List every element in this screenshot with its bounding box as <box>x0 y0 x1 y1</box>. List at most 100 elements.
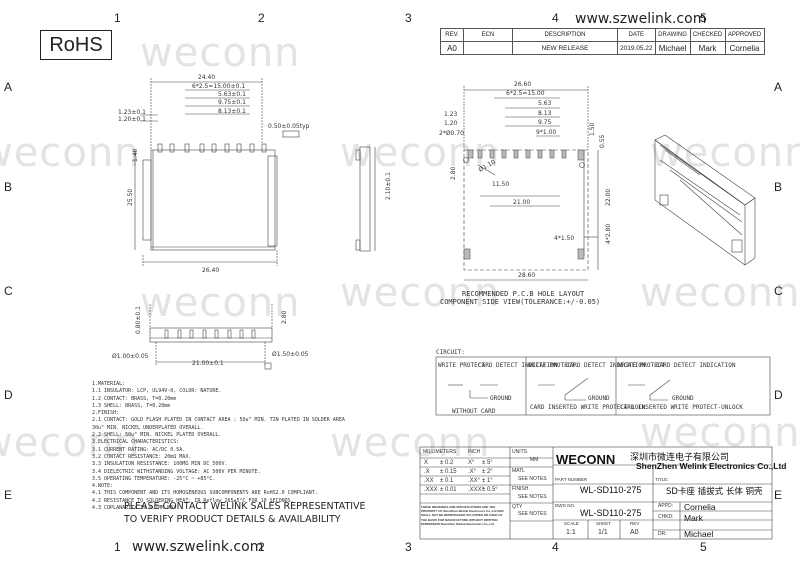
tb-tol: .X° <box>468 469 477 475</box>
tb-tol: X° <box>468 460 475 466</box>
dim-label: 4*2.80 <box>605 224 612 244</box>
zone-column-label: 2 <box>258 11 265 25</box>
zone-row-label: C <box>774 284 783 298</box>
dim-label: 25.50 <box>127 189 134 206</box>
note-line: 3.ELECTRICAL CHARACTERISTICS: <box>92 439 180 446</box>
rev-cell: NEW RELEASE <box>512 41 618 55</box>
circuit-label: WRITE PROTECT <box>438 362 485 369</box>
note-line: 2.FINISH: <box>92 410 120 417</box>
dim-label: Ø1.50±0.05 <box>272 351 309 358</box>
dim-label: 1.20 <box>444 120 458 127</box>
note-line: 4.1 THIS COMPONENT AND ITS HOMOGENEOUS S… <box>92 490 318 497</box>
dim-label: 11.50 <box>492 181 509 188</box>
pcb-caption: COMPONENT SIDE VIEW(TOLERANCE:+/-0.05) <box>440 298 600 306</box>
tb-qty-label: QTY <box>512 504 523 510</box>
dim-label: 21.00±0.1 <box>192 360 224 367</box>
dim-label: 1.23±0.1 <box>118 109 146 116</box>
tb-tol: .XXX <box>424 487 438 493</box>
zone-column-label: 4 <box>552 540 559 554</box>
note-line: 30u" MIN. NICKEL UNDERPLATED OVERALL. <box>92 424 204 431</box>
dim-label: 2*Ø0.70 <box>439 130 464 137</box>
tb-tol: ± 0.15 <box>440 469 457 475</box>
zone-row-label: A <box>774 80 783 94</box>
website-url-bottom: www.szwelink.com <box>132 539 264 555</box>
zone-row-label: C <box>4 284 13 298</box>
watermark: weconn <box>140 30 301 76</box>
tb-chkd-value: Mark <box>684 513 703 523</box>
tb-tol: ± 5° <box>482 460 493 466</box>
tb-scale-value: 1:1 <box>566 529 576 536</box>
tb-tol: .XX° <box>468 478 481 484</box>
tb-company-en: ShenZhen Welink Electronics Co.,Ltd <box>636 461 787 471</box>
tb-tol: .X <box>424 469 430 475</box>
dim-label: 5.63±0.1 <box>218 91 246 98</box>
dim-label: 6*2.5=15.00 <box>506 90 545 97</box>
tb-sheet-value: 1/1 <box>598 529 608 536</box>
tb-rev-label: REV <box>630 521 640 526</box>
tb-dr-label: DR: <box>658 531 667 537</box>
tb-company-cn: 深圳市微连电子有限公司 <box>630 453 730 463</box>
note-line: 3.5 OPERATING TEMPERATURE: -25°C ~ +85°C… <box>92 475 216 482</box>
zone-column-label: 5 <box>700 11 707 25</box>
tb-units-header: UNITS <box>512 449 527 455</box>
tb-sheet-label: SHEET <box>596 521 612 526</box>
dim-label: 1.40 <box>132 148 139 162</box>
dim-label: 28.60 <box>518 272 535 279</box>
tb-tol: ± 2° <box>482 469 493 475</box>
note-line: 4.NOTE: <box>92 483 114 490</box>
material-notes: 1.MATERIAL: 1.1 INSULATOR: LCP, UL94V-0,… <box>92 381 345 512</box>
note-line: 1.1 INSULATOR: LCP, UL94V-0, COLOR: NATU… <box>92 388 222 395</box>
circuit-diagram-1 <box>448 384 498 399</box>
note-line: 3.1 CURRENT RATING: AC/DC 0.5A. <box>92 446 186 453</box>
dim-label: 5.63 <box>538 100 552 107</box>
watermark: weconn <box>140 280 301 326</box>
tb-dwg-label: DWG NO. <box>555 503 576 508</box>
tb-units-header: INCH <box>468 449 481 455</box>
front-pins <box>157 143 267 153</box>
tb-tol: ± 0.1 <box>440 478 454 484</box>
dim-label: 26.60 <box>514 81 531 88</box>
tb-tol: X <box>424 460 429 466</box>
tb-appd-label: APPD: <box>658 503 674 509</box>
circuit-label: WRITE PROTECT <box>528 362 575 369</box>
circuit-caption: CARD INSERTED WRITE PROTECT-UNLOCK <box>620 404 743 411</box>
watermark: weconn <box>640 410 800 456</box>
tb-units-header: MILLIMETERS <box>423 449 457 455</box>
pcb-caption: RECOMMENDED P.C.B HOLE LAYOUT <box>462 290 585 298</box>
circuit-label: GROUND <box>588 395 610 402</box>
rev-cell: Cornelia <box>724 41 765 55</box>
zone-row-label: D <box>4 388 13 402</box>
tb-tol: ± 1° <box>482 478 493 484</box>
connector-bottom-outline <box>149 327 273 343</box>
dim-label: 8.13 <box>538 110 552 117</box>
zone-column-label: 3 <box>405 540 412 554</box>
zone-row-label: D <box>774 388 783 402</box>
zone-column-label: 2 <box>258 540 265 554</box>
zone-column-label: 3 <box>405 11 412 25</box>
tb-tol: ± 0.2 <box>440 460 454 466</box>
tb-chkd-label: CHKD: <box>658 514 674 520</box>
note-line: 3.3 INSULATION RESISTANCE: 100MΩ MIN DC … <box>92 461 228 468</box>
tb-appd-value: Cornelia <box>684 502 716 512</box>
zone-row-label: B <box>4 180 13 194</box>
tb-finish-label: FINISH <box>512 486 529 492</box>
tb-finish-value: SEE NOTES <box>518 494 547 500</box>
tb-units-value: MM <box>530 457 539 463</box>
tb-tol: ± 0.5° <box>482 487 498 493</box>
website-url-top: www.szwelink.com <box>575 11 707 27</box>
circuit-title: CIRCUIT: <box>436 349 465 356</box>
dim-label: 2.10±0.1 <box>385 172 392 200</box>
circuit-label: CARD DETECT INDICATION <box>478 362 558 369</box>
dim-label: 1.50 <box>589 122 596 136</box>
dim-label: 8.13±0.1 <box>218 108 246 115</box>
tb-rev-value: A0 <box>630 529 639 536</box>
revision-table: REV. ECN DESCRIPTION DATE DRAWING CHECKE… <box>440 28 765 55</box>
rev-cell: Mark <box>689 41 726 55</box>
dim-label: 0.50±0.05typ <box>268 123 310 130</box>
tb-qty-value: SEE NOTES <box>518 511 547 517</box>
tb-matl-label: MATL <box>512 468 525 474</box>
note-line: 2.2 SHELL: 50u" MIN. NICKEL PLATED OVERA… <box>92 432 222 439</box>
circuit-caption: CARD INSERTED WRITE PROTECT-LOCK <box>530 404 646 411</box>
dim-label: 6*2.5=15.00±0.1 <box>192 83 245 90</box>
